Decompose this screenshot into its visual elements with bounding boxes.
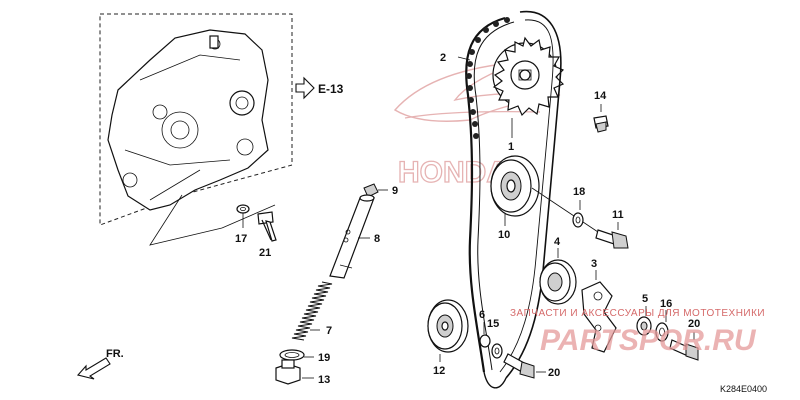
- reference-arrow-icon: [295, 76, 315, 100]
- crankcase-boundary: [99, 13, 293, 226]
- washer-17: [236, 204, 250, 228]
- callout-3: 3: [591, 258, 597, 270]
- washer-15: [491, 343, 503, 359]
- diagram-code: K284E0400: [720, 384, 767, 394]
- lower-roller-12: [427, 299, 469, 362]
- o-ring-19: [279, 349, 305, 361]
- callout-17: 17: [235, 233, 247, 245]
- front-label: FR.: [106, 348, 124, 360]
- tensioner-rod-assembly: [275, 183, 388, 385]
- sealing-bolt-13: [275, 359, 314, 385]
- callout-1: 1: [508, 141, 514, 153]
- bearing-bore: [229, 90, 255, 116]
- callout-9: 9: [392, 185, 398, 197]
- callout-12: 12: [433, 365, 445, 377]
- callout-18: 18: [573, 186, 585, 198]
- watermark-line2: PARTSPOR.RU: [540, 324, 757, 357]
- rod-cap-9: [363, 183, 379, 198]
- callout-labels: 1 2 3 4 5 6 7 8 9 10 11 12 13 14 15 16 1…: [235, 52, 700, 386]
- cam-chain-and-sprocket: [457, 10, 565, 389]
- spring-7: [291, 281, 333, 341]
- honda-wordmark: HONDA: [398, 156, 508, 189]
- callout-21: 21: [259, 247, 271, 259]
- callout-7: 7: [326, 325, 332, 337]
- callout-10: 10: [498, 229, 510, 241]
- guide-roller-10: [490, 155, 599, 233]
- callout-20-right: 20: [688, 318, 700, 330]
- honda-watermark: HONDA: [393, 61, 561, 190]
- front-direction-marker: FR.: [76, 348, 124, 380]
- callout-4: 4: [554, 236, 561, 248]
- reference-label: E-13: [318, 82, 344, 96]
- guide-roller-4: [539, 248, 577, 305]
- front-arrow-icon: [76, 357, 111, 380]
- bolt-21: [257, 211, 277, 242]
- callout-8: 8: [374, 233, 380, 245]
- small-collar-6: [479, 322, 491, 348]
- callout-19: 19: [318, 352, 330, 364]
- flange-bolt-20-right: [669, 332, 699, 361]
- sprocket-bolt-14: [593, 104, 609, 133]
- callout-6: 6: [479, 309, 485, 321]
- tensioner-arm-3: [581, 270, 617, 353]
- collar-5: [636, 306, 652, 336]
- crankcase-half: [107, 29, 269, 211]
- callout-2: 2: [440, 52, 446, 64]
- callout-14: 14: [594, 90, 607, 102]
- flange-bolt-20-lower: [503, 353, 546, 379]
- callout-13: 13: [318, 374, 330, 386]
- watermark-line1: ЗАПЧАСТИ И АКСЕССУАРЫ ДЛЯ МОТОТЕХНИКИ: [510, 308, 765, 319]
- washer-16: [655, 310, 669, 342]
- callout-5: 5: [642, 293, 648, 305]
- callout-15: 15: [487, 318, 499, 330]
- callout-16: 16: [660, 298, 672, 310]
- crankcase-group: E-13: [99, 13, 344, 246]
- cam-sprocket-1: [492, 36, 565, 138]
- callout-11: 11: [612, 209, 624, 221]
- roller-bolt-11: [595, 222, 629, 249]
- callout-20-lower: 20: [548, 367, 560, 379]
- washer-18: [572, 200, 584, 228]
